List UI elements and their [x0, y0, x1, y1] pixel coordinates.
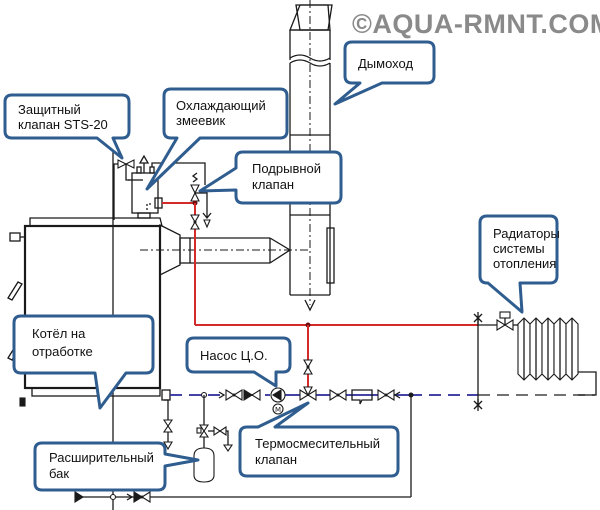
boiler-drain: [162, 399, 174, 451]
riser-top-marker: [473, 312, 483, 324]
callout-radiators-line2: системы: [493, 241, 545, 256]
pump-motor-icon: [272, 403, 284, 415]
cooling-coil: [128, 154, 206, 219]
callout-cooling-coil-line2: змеевик: [176, 113, 226, 128]
expansion-tank: [193, 395, 234, 483]
callout-radiators-line3: отопления: [493, 256, 556, 271]
chimney-break-mark: [289, 54, 331, 62]
callout-radiators: Радиаторы системы отопления: [478, 214, 560, 314]
callout-boiler-line2: отработке: [32, 344, 93, 359]
watermark: ©AQUA-RMNT.COM: [352, 9, 600, 39]
return-shutoff-valve-2[interactable]: [329, 389, 347, 401]
callout-chimney-line1: Дымоход: [358, 56, 413, 71]
callout-radiators-line1: Радиаторы: [493, 226, 560, 241]
pump-motor-label: M: [275, 406, 281, 414]
thermo-mixing-valve[interactable]: [299, 386, 317, 401]
radiator-riser: [473, 312, 497, 411]
chimney-cleanout: [326, 227, 335, 284]
callout-safety-valve-line2: клапан STS-20: [18, 117, 108, 132]
callout-safety-valve: Защитный клапан STS-20: [3, 93, 131, 160]
callout-expansion-tank-line1: Расширительный: [49, 450, 154, 465]
radiator: [517, 317, 597, 396]
supply-line: [162, 200, 478, 395]
boiler-handle: [7, 281, 23, 301]
check-valve[interactable]: [243, 389, 261, 401]
callout-relief-valve-line2: клапан: [252, 177, 294, 192]
callout-relief-valve-line1: Подрывной: [252, 161, 321, 176]
callout-thermo-mixing-valve-line1: Термосмесительный: [255, 436, 380, 451]
bottom-shutoff-valve[interactable]: [126, 491, 151, 503]
callout-chimney: Дымоход: [333, 40, 436, 106]
callout-safety-valve-line1: Защитный: [18, 102, 81, 117]
callout-thermo-mixing-valve: Термосмесительный клапан: [238, 401, 400, 478]
supply-shutoff-valve[interactable]: [190, 214, 200, 230]
callout-pump-line1: Насос Ц.О.: [200, 348, 268, 363]
callout-expansion-tank: Расширительный бак: [33, 441, 200, 492]
expansion-tank-vessel: [193, 447, 215, 483]
callout-pump: Насос Ц.О.: [185, 336, 292, 388]
bypass-valve[interactable]: [303, 359, 313, 375]
return-shutoff-valve-3[interactable]: [377, 389, 401, 401]
riser-bottom-marker: [473, 399, 483, 411]
boiler-return-port: [161, 389, 171, 401]
safety-valve-sts20[interactable]: [113, 159, 135, 220]
callout-expansion-tank-line2: бак: [49, 466, 69, 481]
flue-pipe: [140, 223, 310, 277]
callout-relief-valve: Подрывной клапан: [198, 150, 343, 205]
vent-icon: [138, 154, 150, 164]
filter[interactable]: [351, 389, 373, 405]
chimney-cap: [295, 4, 333, 31]
return-shutoff-valve-1[interactable]: [218, 389, 243, 401]
callout-thermo-mixing-valve-line2: клапан: [255, 452, 297, 467]
radiator-thermostatic-valve[interactable]: [496, 311, 518, 331]
callout-cooling-coil-line1: Охлаждающий: [176, 98, 266, 113]
callout-boiler-line1: Котёл на: [32, 326, 86, 341]
callout-boiler: Котёл на отработке: [12, 314, 155, 410]
bottom-bypass-line: [74, 395, 412, 503]
boiler-port: [9, 232, 21, 242]
circulation-pump[interactable]: M: [270, 387, 286, 415]
condensate-drain-icon: [304, 299, 316, 312]
callout-cooling-coil: Охлаждающий змеевик: [145, 87, 289, 191]
